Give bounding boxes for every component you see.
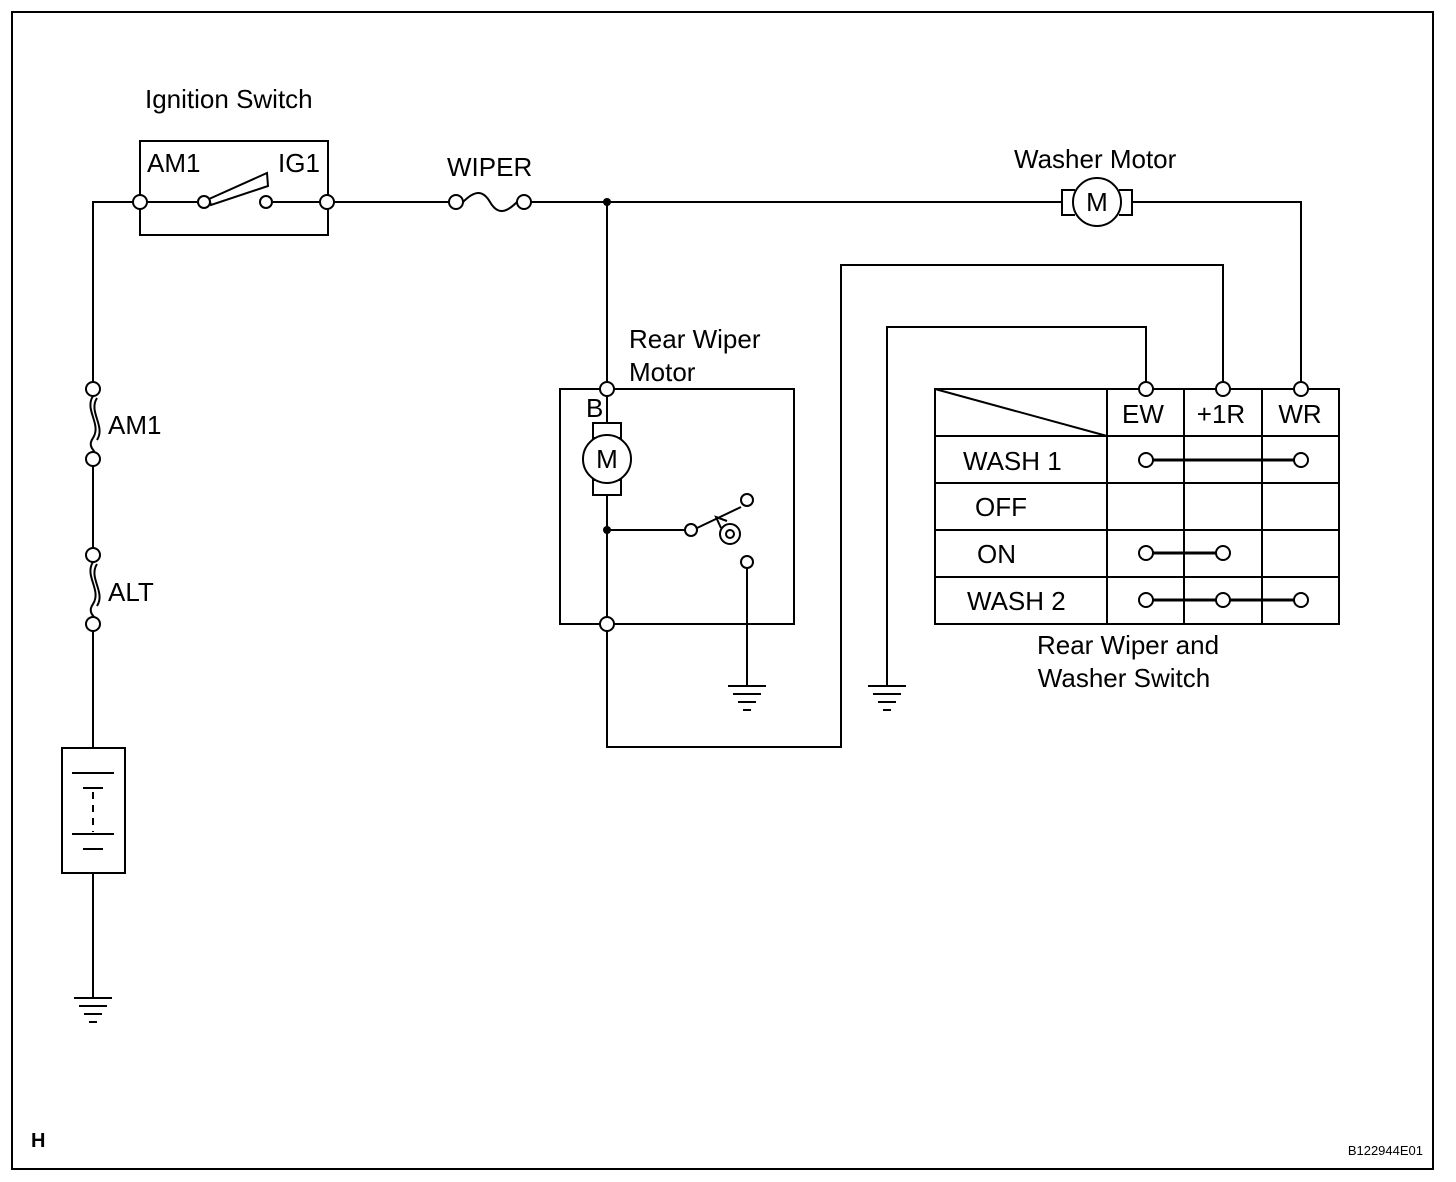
wiper-fuse-left-terminal (448, 194, 464, 210)
switch-terminal-wr (1293, 381, 1309, 397)
ignition-terminal-am1 (132, 194, 148, 210)
am1-fuse-bottom-terminal (85, 451, 101, 467)
rear-wiper-motor-title-line2: Motor (629, 357, 696, 387)
washer-motor: Washer Motor M (1014, 144, 1302, 382)
switch-title-line2: Washer Switch (1038, 663, 1210, 693)
ignition-switch-blade (207, 171, 270, 207)
rear-wiper-bottom-terminal (599, 616, 615, 632)
rear-wiper-motor: Rear Wiper Motor B M (559, 324, 795, 711)
park-switch-lower-contact (740, 555, 754, 569)
am1-fusible-link-2 (93, 397, 101, 441)
wiper-fuse: WIPER (334, 152, 532, 212)
switch-row-wash2-continuity (1138, 592, 1309, 608)
rear-wiper-motor-icon (582, 434, 632, 484)
ignition-switch-title: Ignition Switch (145, 84, 313, 114)
ignition-switch: Ignition Switch AM1 IG1 (132, 84, 335, 236)
battery-ground-icon (74, 997, 112, 1023)
park-switch-upper-contact (740, 493, 754, 507)
wiper-fuse-element (462, 192, 518, 212)
alt-fuse-top-terminal (85, 547, 101, 563)
rear-wiper-terminal-b-label: B (586, 393, 603, 423)
am1-fusible-link (89, 395, 97, 453)
switch-table: EW +1R WR WASH 1 OFF ON WASH 2 (934, 381, 1340, 693)
rear-wiper-motor-title-line1: Rear Wiper (629, 324, 761, 354)
rear-wiper-terminal-b (599, 381, 615, 397)
wire-battery-to-am1 (92, 201, 133, 382)
alt-fusible-link-2 (93, 563, 101, 607)
switch-table-border (934, 388, 1340, 625)
park-cam-lobe (714, 515, 728, 529)
switch-row-wash2-label: WASH 2 (967, 586, 1066, 616)
am1-fuse-label: AM1 (108, 410, 161, 440)
ignition-pivot-contact (197, 195, 211, 209)
switch-col-header-ew: EW (1122, 399, 1164, 429)
switch-row-on-label: ON (977, 539, 1016, 569)
ignition-terminal-ig1 (319, 194, 335, 210)
diagram-frame (11, 11, 1434, 1170)
am1-fuse-top-terminal (85, 381, 101, 397)
switch-terminal-ew (1138, 381, 1154, 397)
alt-fuse-label: ALT (108, 577, 154, 607)
ignition-fixed-contact (259, 195, 273, 209)
washer-motor-title: Washer Motor (1014, 144, 1177, 174)
switch-col-header-1r: +1R (1197, 399, 1245, 429)
ignition-terminal-am1-label: AM1 (147, 148, 200, 178)
switch-ground-icon (868, 685, 906, 711)
park-cam-inner (725, 529, 735, 539)
rear-wiper-motor-box (559, 388, 795, 625)
washer-motor-icon (1072, 177, 1122, 227)
wire-ew-to-ground (886, 326, 1147, 686)
figure-code: B122944E01 (1348, 1143, 1423, 1158)
switch-row-wash1-continuity (1138, 452, 1309, 468)
washer-motor-left-bracket (1061, 189, 1075, 216)
wire-washer-to-wr (1132, 201, 1302, 382)
rear-wiper-motor-symbol: M (596, 444, 618, 474)
wiper-fuse-label: WIPER (447, 152, 532, 182)
ignition-switch-box (139, 140, 329, 236)
wiper-fuse-right-terminal (516, 194, 532, 210)
park-switch-pivot (684, 523, 698, 537)
wire-rear-motor-to-1r (606, 264, 1224, 748)
switch-col-header-wr: WR (1278, 399, 1321, 429)
switch-title-line1: Rear Wiper and (1037, 630, 1219, 660)
switch-terminal-1r (1215, 381, 1231, 397)
rear-motor-ground-icon (728, 685, 766, 711)
battery-branch: AM1 ALT (61, 201, 161, 1023)
switch-table-diagonal (934, 388, 1108, 437)
switch-row-off-label: OFF (975, 492, 1027, 522)
washer-motor-symbol: M (1086, 187, 1108, 217)
corner-label: H (31, 1130, 45, 1152)
alt-fuse-bottom-terminal (85, 616, 101, 632)
switch-row-wash1-label: WASH 1 (963, 446, 1062, 476)
switch-row-on-continuity (1138, 545, 1231, 561)
ignition-terminal-ig1-label: IG1 (278, 148, 320, 178)
